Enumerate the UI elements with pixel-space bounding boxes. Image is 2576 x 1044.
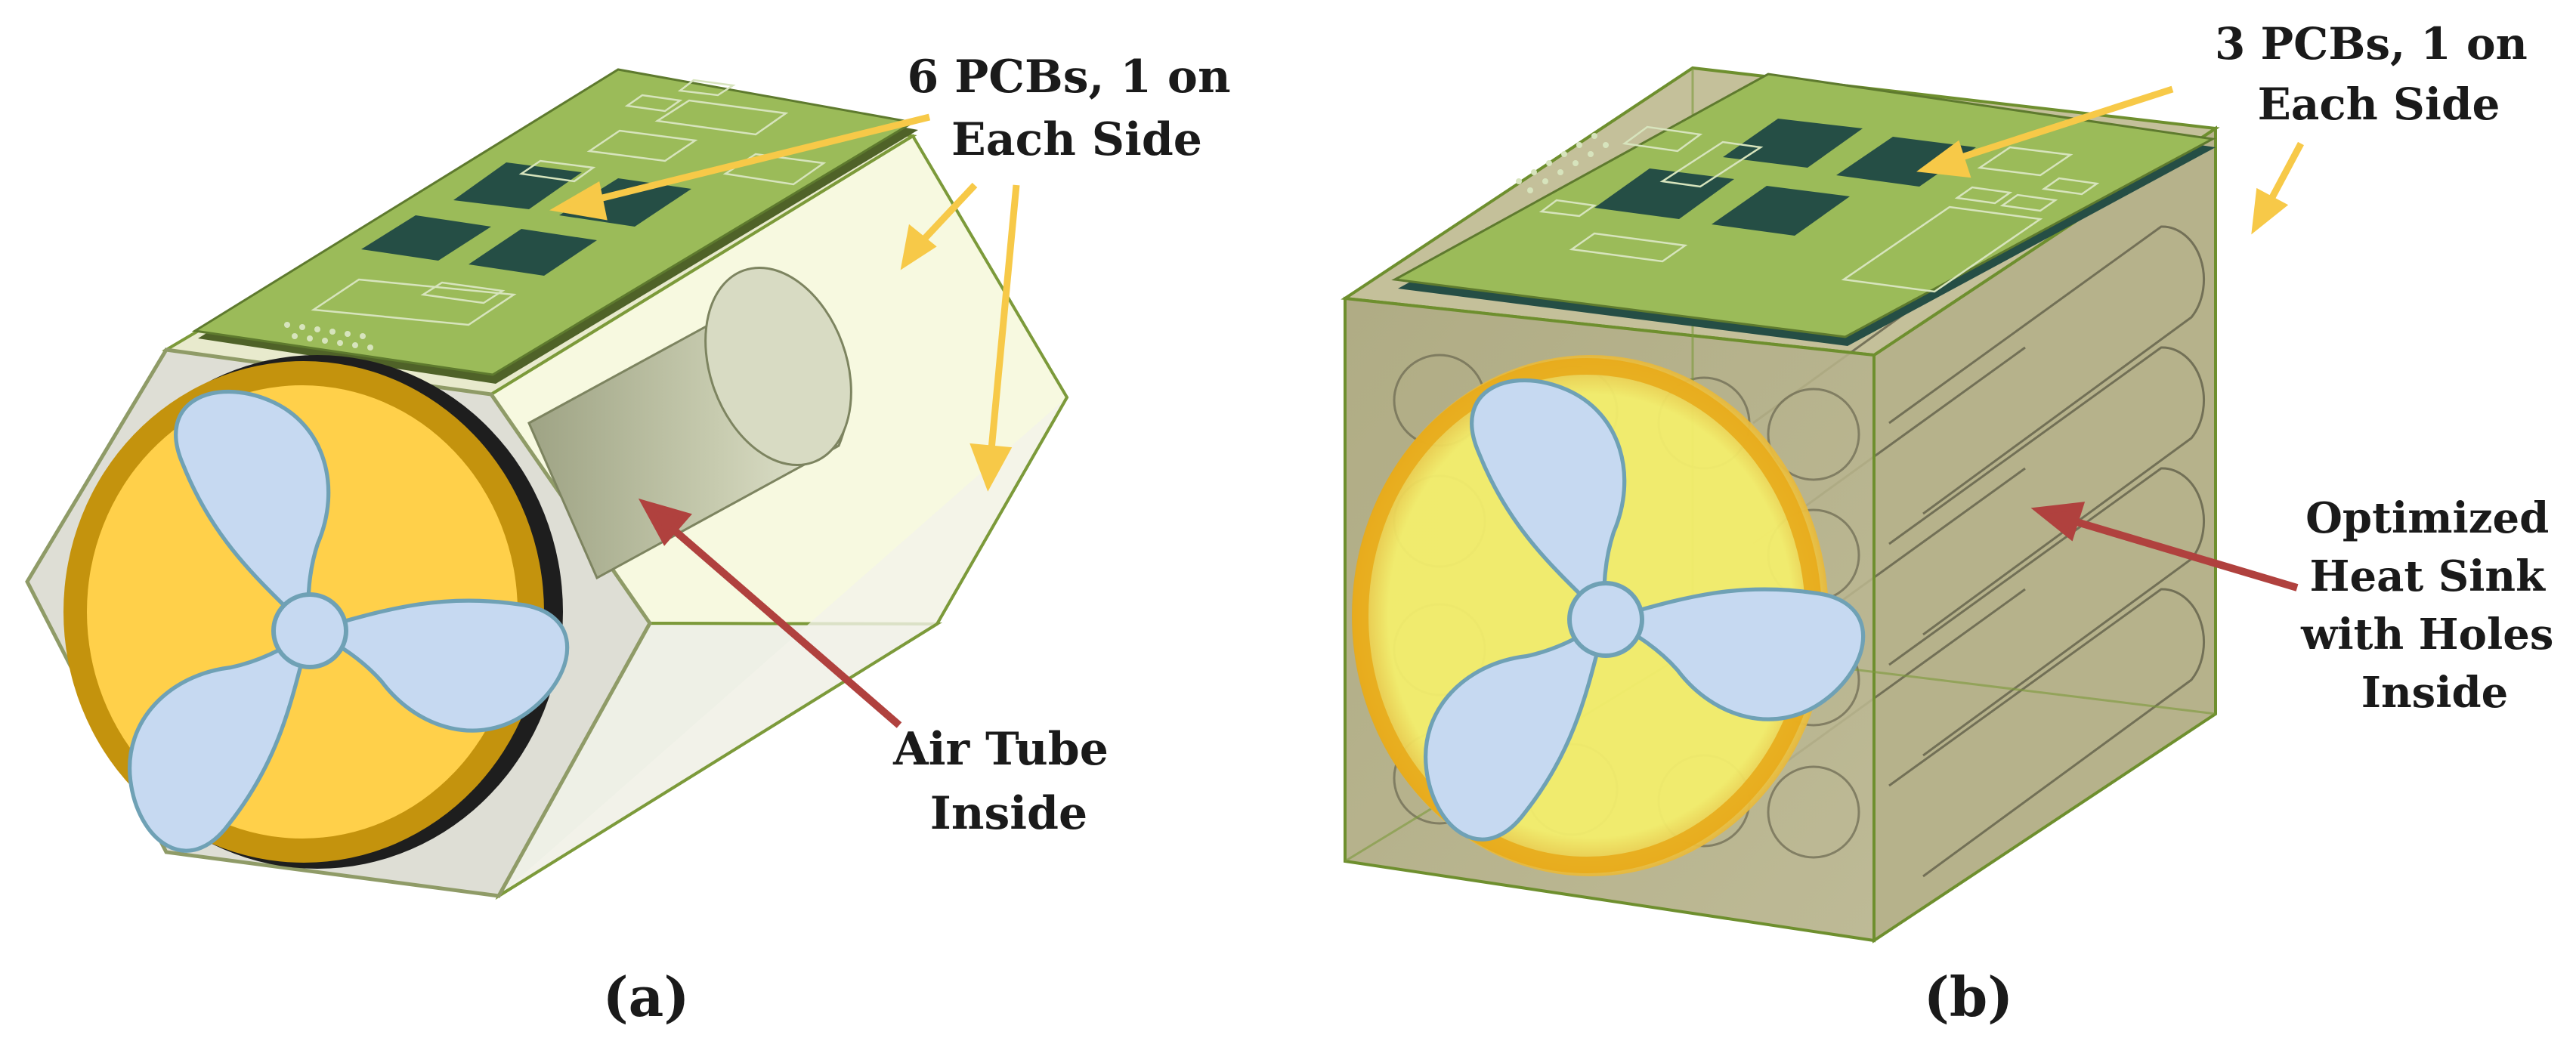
air-tube-label-line1: Air Tube (892, 723, 1109, 776)
fan-icon (63, 355, 584, 869)
heat-sink-label-line3: with Holes (2300, 610, 2553, 659)
pcb-icon (191, 68, 918, 384)
heat-sink-label-line4: Inside (2361, 668, 2509, 718)
air-tube-label-line2: Inside (930, 787, 1087, 840)
air-tube-label: Air Tube Inside (892, 723, 1124, 840)
yellow-arrow (549, 113, 1020, 492)
caption-b: (b) (1924, 965, 2013, 1029)
pcb-label-a-line1: 6 PCBs, 1 on (908, 51, 1231, 103)
pcb-label-b: 3 PCBs, 1 on Each Side (2215, 18, 2543, 130)
pcb-label-b-line2: Each Side (2258, 79, 2500, 130)
heat-sink-label-line1: Optimized (2305, 493, 2549, 543)
red-arrow (2030, 502, 2299, 591)
panel-b: 3 PCBs, 1 on Each Side Optimized Heat Si… (1341, 18, 2568, 1029)
heat-sink-label-line2: Heat Sink (2310, 551, 2547, 601)
red-arrow (638, 498, 902, 728)
fan-icon (1352, 355, 1880, 876)
air-tube-icon (527, 266, 852, 580)
pcb-label-a-line2: Each Side (951, 113, 1202, 166)
yellow-arrow (1916, 85, 2304, 235)
pcb-label-b-line1: 3 PCBs, 1 on (2215, 18, 2528, 69)
caption-a: (a) (603, 965, 690, 1029)
panel-a: 6 PCBs, 1 on Each Side Air Tube Inside (… (25, 51, 1247, 1029)
pcb-label-a: 6 PCBs, 1 on Each Side (908, 51, 1247, 166)
heat-sink-label: Optimized Heat Sink with Holes Inside (2300, 493, 2568, 718)
